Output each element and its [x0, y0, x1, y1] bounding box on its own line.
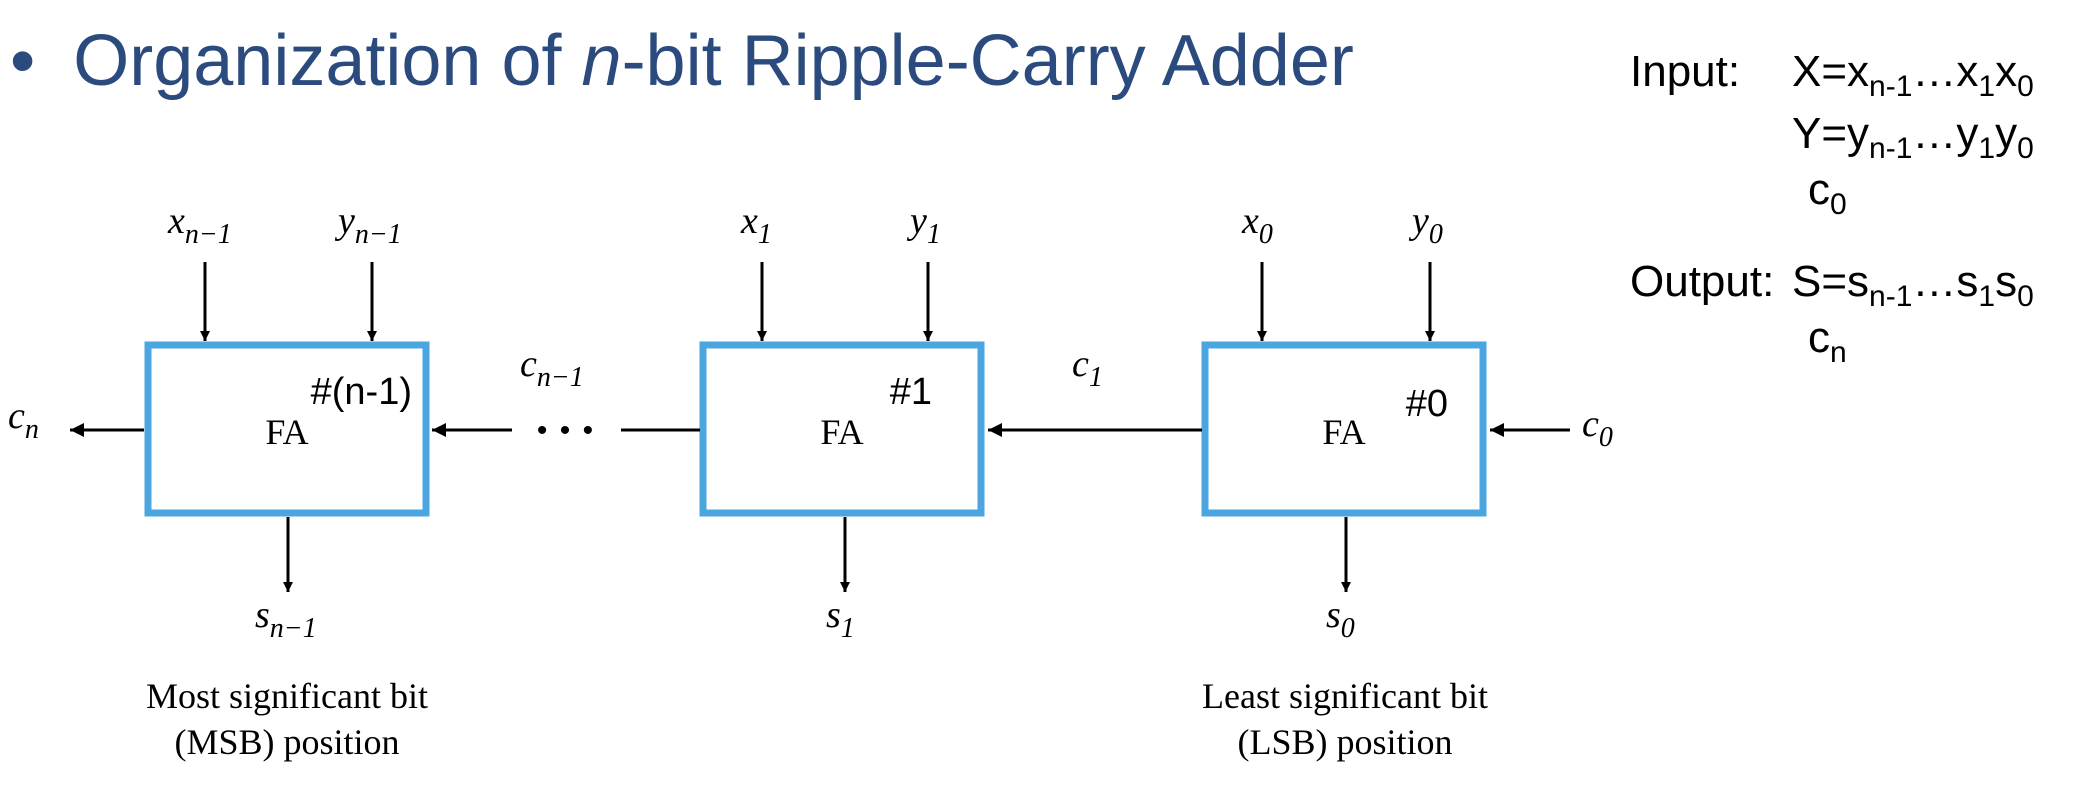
fa-index-tag: #1 [890, 371, 932, 413]
msb-caption-line1: Most significant bit [146, 676, 428, 716]
msb-caption-line2: (MSB) position [174, 722, 399, 762]
fa-label: FA [820, 412, 863, 452]
fa-index-tag: #(n-1) [311, 371, 412, 413]
signal-labels: xn−1 yn−1 x1 y1 x0 y0 sn−1 s1 s0 cn cn−1… [8, 200, 1613, 644]
title-prefix: Organization of [73, 21, 581, 101]
title-suffix: -bit Ripple-Carry Adder [622, 21, 1354, 101]
label-s-0: s0 [1326, 594, 1355, 644]
label-cn: cn [8, 395, 39, 445]
output-label: Output: [1630, 257, 1774, 306]
fa-label: FA [265, 412, 308, 452]
fa-block-1: FA #1 [699, 341, 985, 517]
carry-ellipsis: • • • [537, 414, 595, 447]
x-definition: X=xn-1…x1x0 [1792, 47, 2034, 103]
captions: Most significant bit (MSB) position Leas… [146, 676, 1488, 762]
label-x-0: x0 [1241, 200, 1273, 250]
input-arrows [200, 262, 1435, 341]
io-spec: Input: X=xn-1…x1x0 Y=yn-1…y1y0 c0 Output… [1630, 47, 2034, 369]
label-c1: c1 [1072, 343, 1103, 393]
fa-block-lsb: FA #0 [1201, 341, 1487, 517]
label-y-0: y0 [1408, 200, 1443, 250]
fa-box [699, 341, 985, 517]
title-italic-n: n [582, 21, 622, 101]
fa-box [144, 341, 430, 517]
label-y-n-1: yn−1 [334, 200, 402, 250]
input-label: Input: [1630, 47, 1740, 96]
y-definition: Y=yn-1…y1y0 [1792, 109, 2034, 165]
label-x-1: x1 [740, 200, 772, 250]
label-cn-1: cn−1 [520, 343, 584, 393]
lsb-caption-line2: (LSB) position [1237, 722, 1452, 762]
label-s-1: s1 [826, 594, 855, 644]
title-bullet: • [10, 21, 35, 101]
c0-input: c0 [1808, 165, 1847, 221]
s-definition: S=sn-1…s1s0 [1792, 257, 2034, 313]
label-s-n-1: sn−1 [255, 594, 317, 644]
lsb-caption-line1: Least significant bit [1202, 676, 1488, 716]
fa-index-tag: #0 [1406, 383, 1448, 425]
label-c0: c0 [1582, 403, 1613, 453]
cn-output: cn [1808, 313, 1847, 369]
label-x-n-1: xn−1 [167, 200, 232, 250]
sum-arrows [283, 517, 1351, 592]
fa-label: FA [1322, 412, 1365, 452]
label-y-1: y1 [906, 200, 941, 250]
fa-box [1201, 341, 1487, 517]
slide-title: • Organization of n-bit Ripple-Carry Adde… [10, 21, 1354, 101]
fa-block-msb: FA #(n-1) [144, 341, 430, 517]
